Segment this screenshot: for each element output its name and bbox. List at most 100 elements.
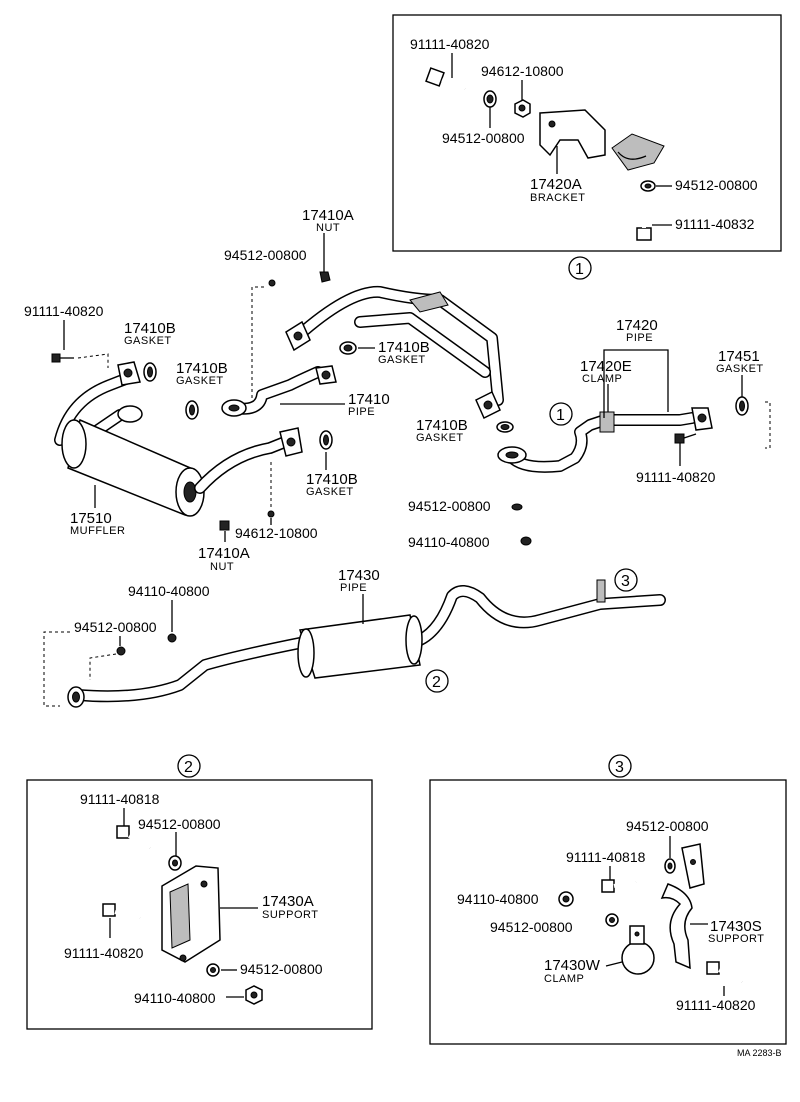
- bolt-icon: [51, 353, 74, 363]
- part-name-gasket: GASKET: [176, 375, 224, 387]
- part-number-gasket: 17410B: [416, 417, 468, 434]
- nut-icon: [514, 99, 531, 118]
- tail-pipe-assembly: 94110-40800 94512-00800 17430 PIPE 2 3: [43, 567, 666, 708]
- callout-3-box: 3: [608, 754, 632, 778]
- muffler-icon: [61, 418, 205, 517]
- part-name-nut: NUT: [316, 222, 340, 234]
- callout-number: 2: [432, 674, 441, 691]
- flange-icon: [279, 427, 303, 457]
- part-number-bolt-91111-40820: 91111-40820: [410, 36, 490, 52]
- part-name-gasket: GASKET: [306, 486, 354, 498]
- callout-2-tail: 2: [425, 669, 449, 693]
- part-name-clamp: CLAMP: [544, 973, 584, 985]
- part-number-nut-94110-40800: 94110-40800: [457, 891, 539, 907]
- callout-number: 3: [615, 759, 624, 776]
- callout-3-tail: 3: [614, 568, 638, 592]
- part-number-pipe: 17410: [348, 391, 390, 408]
- gasket-icon: [735, 396, 749, 416]
- flange-icon: [67, 686, 85, 708]
- part-number-pipe: 17420: [616, 317, 658, 334]
- callout-number: 3: [621, 573, 630, 590]
- washer-icon: [116, 646, 126, 656]
- part-number-bolt-91111-40818: 91111-40818: [566, 849, 646, 865]
- part-number-support: 17430A: [262, 893, 314, 910]
- part-number-bolt-91111-40820: 91111-40820: [24, 303, 104, 319]
- part-number-washer-94512-00800: 94512-00800: [224, 247, 307, 263]
- gasket-icon: [339, 341, 357, 355]
- nut-icon: [219, 520, 230, 531]
- bolt-icon: [706, 961, 743, 984]
- muffler-icon: [297, 614, 423, 679]
- part-number-washer-94512-00800: 94512-00800: [442, 130, 525, 146]
- part-number-bracket: 17420A: [530, 176, 582, 193]
- part-number-washer-94512-00800: 94512-00800: [408, 498, 491, 514]
- washer-icon: [168, 855, 182, 871]
- washer-icon: [268, 279, 276, 287]
- flange-icon: [315, 365, 337, 385]
- part-number-washer-94512-00800: 94512-00800: [626, 818, 709, 834]
- gasket-icon: [185, 400, 199, 420]
- flange-icon: [475, 390, 501, 420]
- part-number-nut: 17410A: [302, 207, 354, 224]
- flange-icon: [497, 446, 527, 464]
- flange-icon: [117, 361, 141, 386]
- support-icon: [660, 843, 705, 970]
- part-number-muffler: 17510: [70, 510, 112, 527]
- callout-number: 1: [556, 407, 565, 424]
- nut-icon: [558, 891, 574, 907]
- part-number-washer-94512-00800: 94512-00800: [138, 816, 221, 832]
- bolt-icon: [674, 433, 697, 444]
- callout-2-box: 2: [177, 754, 201, 778]
- bolt-icon: [636, 208, 652, 241]
- part-number-bolt-91111-40832: 91111-40832: [675, 216, 755, 232]
- gasket-icon: [143, 362, 157, 382]
- washer-icon: [511, 503, 523, 511]
- bolt-icon: [102, 903, 141, 920]
- detail-box-3: 94512-00800 91111-40818 94110-40800 9451…: [429, 779, 787, 1045]
- part-number-washer-94512-00800: 94512-00800: [240, 961, 323, 977]
- part-number-nut-94110-40800: 94110-40800: [128, 583, 210, 599]
- clamp-icon: [599, 411, 615, 433]
- callout-number: 1: [575, 261, 584, 278]
- nut-icon: [245, 985, 263, 1005]
- part-name-gasket: GASKET: [416, 432, 464, 444]
- part-name-gasket: GASKET: [124, 335, 172, 347]
- support-icon: [161, 865, 221, 963]
- gasket-icon: [319, 430, 333, 450]
- part-number-washer-94512-00800: 94512-00800: [74, 619, 157, 635]
- part-number-bolt-91111-40818: 91111-40818: [80, 791, 160, 807]
- bracket-icon: [539, 109, 665, 171]
- part-number-washer-94512-00800: 94512-00800: [490, 919, 573, 935]
- front-pipe-assembly: [54, 285, 504, 517]
- part-number-clamp: 17420E: [580, 358, 632, 375]
- part-number-support: 17430S: [710, 918, 762, 935]
- part-name-pipe: PIPE: [626, 332, 653, 344]
- detail-box-1: 91111-40820 94612-10800 94512-00800 1742…: [392, 14, 782, 252]
- washer-icon: [664, 858, 676, 874]
- washer-icon: [640, 180, 656, 192]
- part-number-nut-94612-10800: 94612-10800: [481, 63, 564, 79]
- flange-icon: [691, 407, 713, 431]
- nut-icon: [319, 271, 331, 283]
- mid-pipe-assembly: 1 17420 PIPE 17420E CLAMP 17451 GASKET 9…: [408, 317, 771, 550]
- part-number-gasket: 17410B: [378, 339, 430, 356]
- detail-box-2: 91111-40818 94512-00800 17430A SUPPORT 9…: [26, 779, 373, 1030]
- part-name-support: SUPPORT: [708, 933, 764, 945]
- part-number-bolt-91111-40820: 91111-40820: [636, 469, 716, 485]
- flange-icon: [285, 320, 311, 352]
- figure-code: MA 2283-B: [737, 1048, 782, 1058]
- callout-number: 2: [184, 759, 193, 776]
- part-name-support: SUPPORT: [262, 909, 318, 921]
- gasket-icon: [496, 421, 514, 433]
- part-number-clamp: 17430W: [544, 957, 601, 974]
- callout-1-box: 1: [568, 256, 592, 280]
- washer-icon: [267, 510, 275, 518]
- nut-icon: [520, 536, 532, 546]
- washer-icon: [605, 913, 619, 927]
- nut-icon: [167, 633, 177, 643]
- clamp-icon: [621, 925, 655, 975]
- bolt-icon: [116, 825, 151, 850]
- washer-icon: [483, 90, 497, 108]
- washer-icon: [206, 963, 220, 977]
